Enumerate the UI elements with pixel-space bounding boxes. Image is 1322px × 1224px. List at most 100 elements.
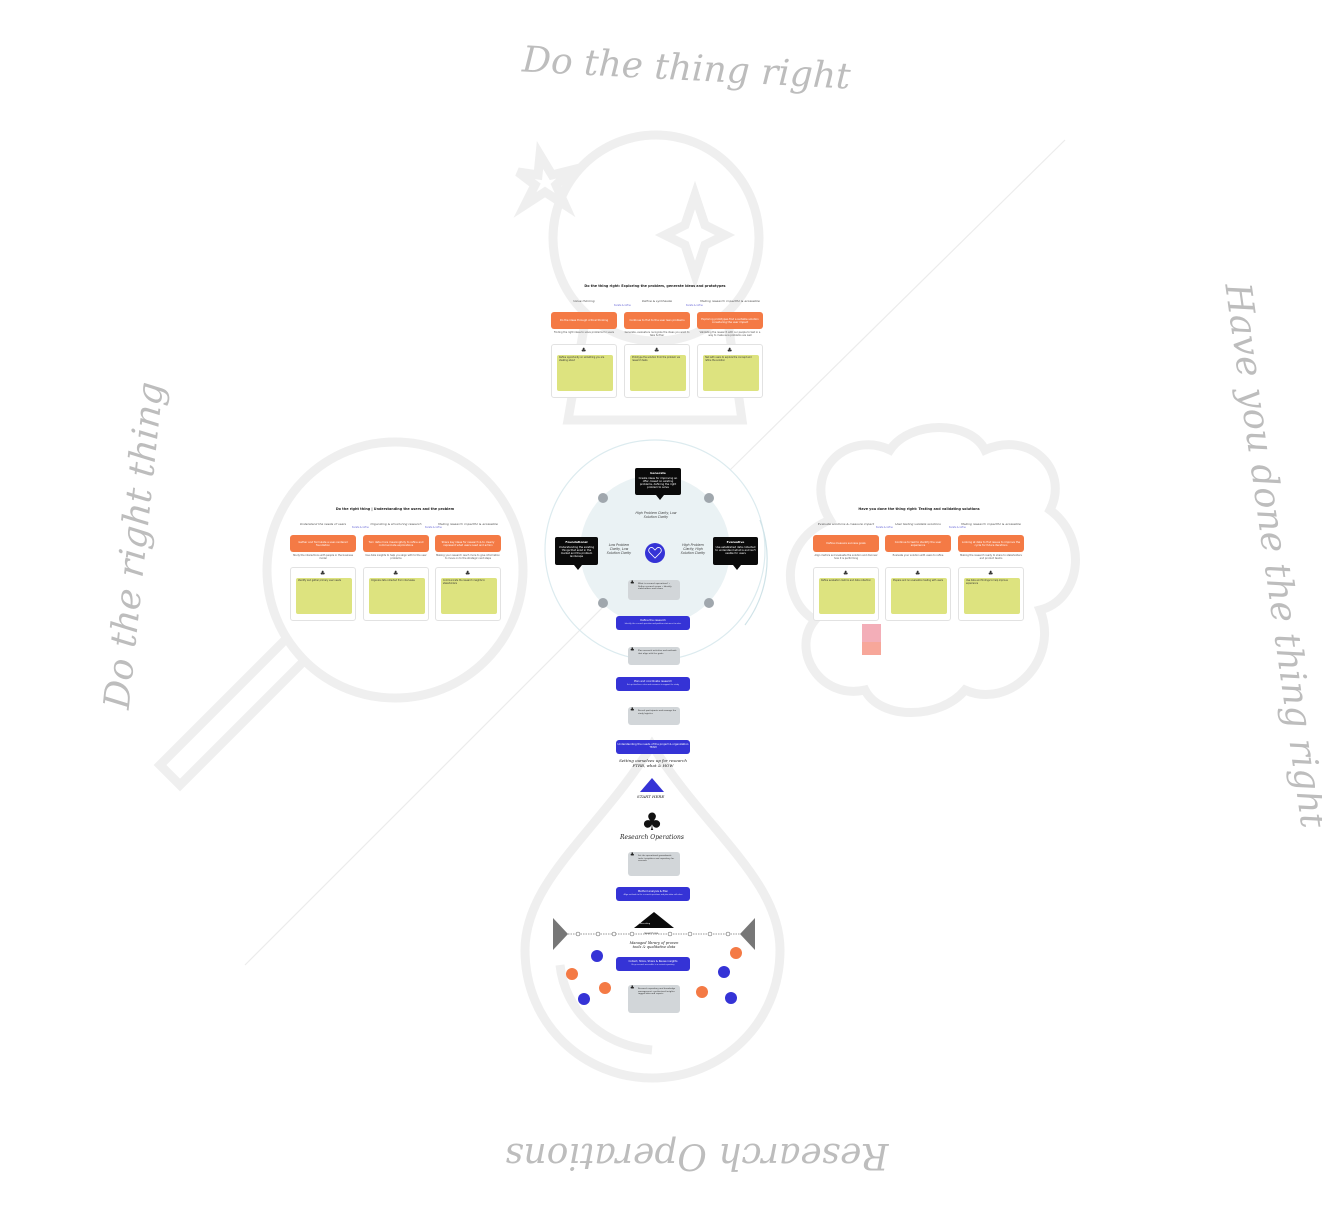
top-column-2: Define & synthesize Continue to find to … xyxy=(624,299,690,398)
top-column-1: Value thinking Do the ideas through crit… xyxy=(551,299,617,398)
repository-node[interactable] xyxy=(725,992,737,1004)
column-card[interactable]: ♣Define opportunity on something you are… xyxy=(551,344,617,398)
column-action-button[interactable]: Gather and formulate a user-centered fou… xyxy=(290,535,356,552)
flow-note-1: What is research operations? • Define re… xyxy=(628,580,680,600)
tree-icon: ♣ xyxy=(988,570,994,577)
sticky-note[interactable]: Define evaluation metrics and data colle… xyxy=(819,578,875,614)
column-description: Making the research ready to share to st… xyxy=(960,554,1022,560)
column-action-button[interactable]: Continue to test to identify the user ex… xyxy=(885,535,951,552)
timeline-label: Recruiting xyxy=(640,923,651,925)
right-panel-title: Have you done the thing right: Testing a… xyxy=(858,507,980,511)
evaluative-bubble[interactable]: Evaluative Use established data collecte… xyxy=(713,537,758,570)
title-research-operations: Research Operations xyxy=(505,1135,889,1176)
column-description: Evaluate your solution with users to ref… xyxy=(892,554,944,557)
column-heading: Define & synthesize xyxy=(641,299,673,303)
column-card[interactable]: ♣Define evaluation metrics and data coll… xyxy=(813,567,879,621)
setup-note: Setting ourselves up for research FTRB, … xyxy=(619,758,687,768)
sticky-note[interactable]: Identify and gather primary user needs xyxy=(296,578,352,614)
flow-step-method-analysis[interactable]: Method analysis & Plan Align methods to … xyxy=(616,887,690,901)
repository-node[interactable] xyxy=(696,986,708,998)
generate-bubble[interactable]: Generate Create ideas for improving an o… xyxy=(635,468,681,500)
repository-node[interactable] xyxy=(730,947,742,959)
repository-node[interactable] xyxy=(578,993,590,1005)
right-column-1: Evaluate solutions & measure impact Defi… xyxy=(813,522,879,621)
repository-node[interactable] xyxy=(718,966,730,978)
sticky-note[interactable]: Define opportunity on something you are … xyxy=(557,355,613,391)
tree-icon: ♣ xyxy=(581,347,587,354)
tree-icon: ♣ xyxy=(654,347,660,354)
top-panel-title: Do the thing right: Exploring the proble… xyxy=(584,284,726,288)
timeline xyxy=(553,912,755,950)
column-heading: User testing validate solutions xyxy=(895,522,941,526)
column-heading: Making research impactful & accessible xyxy=(961,522,1021,526)
flow-step-title: Define the research xyxy=(640,619,666,622)
column-description: Generate, evaluate & recognize the ideas… xyxy=(624,331,690,337)
column-action-button[interactable]: Turn data more meaningfully to refine an… xyxy=(363,535,429,552)
generate-title: Generate xyxy=(650,471,666,475)
column-action-button[interactable]: Do the ideas through critical thinking xyxy=(551,312,617,329)
tree-icon: ♣ xyxy=(320,570,326,577)
sticky-note[interactable]: Prepare and run evaluation testing with … xyxy=(891,578,947,614)
column-description: Finding the right ideas to solve problem… xyxy=(553,331,615,334)
sticky-note[interactable]: Prototype the solution from the problem … xyxy=(630,355,686,391)
flow-step-collect-store-share[interactable]: Collect, Store, Share & Reuse insights K… xyxy=(616,957,690,971)
cycle-node[interactable] xyxy=(704,598,714,608)
column-heading: Making research impactful & accessible xyxy=(700,299,760,303)
column-card[interactable]: ♣Prototype the solution from the problem… xyxy=(624,344,690,398)
flow-step-define-research[interactable]: Define the research Identify the researc… xyxy=(616,616,690,630)
flow-note-4: Set the operational groundwork: tools, t… xyxy=(628,852,680,876)
flow-step-plan-research[interactable]: Plan and coordinate research Set up time… xyxy=(616,677,690,691)
column-description: Study the interactions with people in th… xyxy=(292,554,354,560)
repository-node[interactable] xyxy=(591,950,603,962)
flow-note-2: Plan research activities and methods tha… xyxy=(628,647,680,665)
cycle-node[interactable] xyxy=(598,493,608,503)
flow-note-5: Research repository and knowledge manage… xyxy=(628,985,680,1013)
column-action-button[interactable]: Continue to find to the user lean proble… xyxy=(624,312,690,329)
flow-step-title: Collect, Store, Share & Reuse insights xyxy=(628,960,678,963)
cycle-label-right: High Problem Clarity, High Solution Clar… xyxy=(680,543,706,555)
column-card[interactable]: ♣Organize data collected from interviews xyxy=(363,567,429,621)
column-heading: Understand the needs of users xyxy=(299,522,347,526)
flow-step-sub: Keep research accessible in a central re… xyxy=(631,964,675,966)
left-arrow-label-2: Iterate & refine xyxy=(425,526,442,529)
flow-step-understanding-needs[interactable]: Understanding the needs of the project &… xyxy=(616,740,690,754)
column-description: Use data insights to help you align with… xyxy=(365,554,427,560)
column-card[interactable]: ♣Use data and findings to help improve e… xyxy=(958,567,1024,621)
sticky-note[interactable]: Test with users to explore the concept a… xyxy=(703,355,759,391)
timeline-node-label: research ops xyxy=(644,932,659,935)
left-column-1: Understand the needs of users Gather and… xyxy=(290,522,356,621)
cycle-node[interactable] xyxy=(704,493,714,503)
repository-node[interactable] xyxy=(599,982,611,994)
column-heading: Making research impactful & accessible xyxy=(438,522,498,526)
cloud-outline xyxy=(785,423,1080,717)
salmon-sticky-note[interactable] xyxy=(862,642,881,655)
foundational-title: Foundational xyxy=(565,540,588,544)
tree-icon: ♣ xyxy=(641,808,663,836)
foundational-bubble[interactable]: Foundational Understanding the existing … xyxy=(555,537,598,570)
column-action-button[interactable]: Looking at data to find issues to improv… xyxy=(958,535,1024,552)
column-action-button[interactable]: Define measure success goals xyxy=(813,535,879,552)
column-action-button[interactable]: Exploring prototypes find a suitable sol… xyxy=(697,312,763,329)
sticky-note[interactable]: Use data and findings to help improve ex… xyxy=(964,578,1020,614)
column-card[interactable]: ♣Test with users to explore the concept … xyxy=(697,344,763,398)
right-column-2: User testing validate solutions Continue… xyxy=(885,522,951,621)
top-column-3: Making research impactful & accessible E… xyxy=(697,299,763,398)
left-column-3: Making research impactful & accessible S… xyxy=(435,522,501,621)
cycle-label-top: High Problem Clarity, Low Solution Clari… xyxy=(635,511,677,519)
evaluative-title: Evaluative xyxy=(726,540,745,544)
column-heading: Value thinking xyxy=(573,299,595,303)
flow-step-title: Understanding the needs of the project &… xyxy=(617,743,689,749)
column-action-button[interactable]: Share key ideas for research & to clearl… xyxy=(435,535,501,552)
sticky-note[interactable]: Organize data collected from interviews xyxy=(369,578,425,614)
foundational-body: Understanding the existing things that e… xyxy=(558,546,595,558)
magnifier-outline xyxy=(153,437,528,792)
cycle-node[interactable] xyxy=(598,598,608,608)
column-card[interactable]: ♣Prepare and run evaluation testing with… xyxy=(885,567,951,621)
sticky-note[interactable]: Communicate the research insights to sta… xyxy=(441,578,497,614)
flow-step-sub: Identify the research question and probl… xyxy=(624,623,682,625)
timeline-note: Managed library of proven tools & qualit… xyxy=(629,941,679,949)
column-card[interactable]: ♣Identify and gather primary user needs xyxy=(290,567,356,621)
column-card[interactable]: ♣Communicate the research insights to st… xyxy=(435,567,501,621)
repository-node[interactable] xyxy=(566,968,578,980)
